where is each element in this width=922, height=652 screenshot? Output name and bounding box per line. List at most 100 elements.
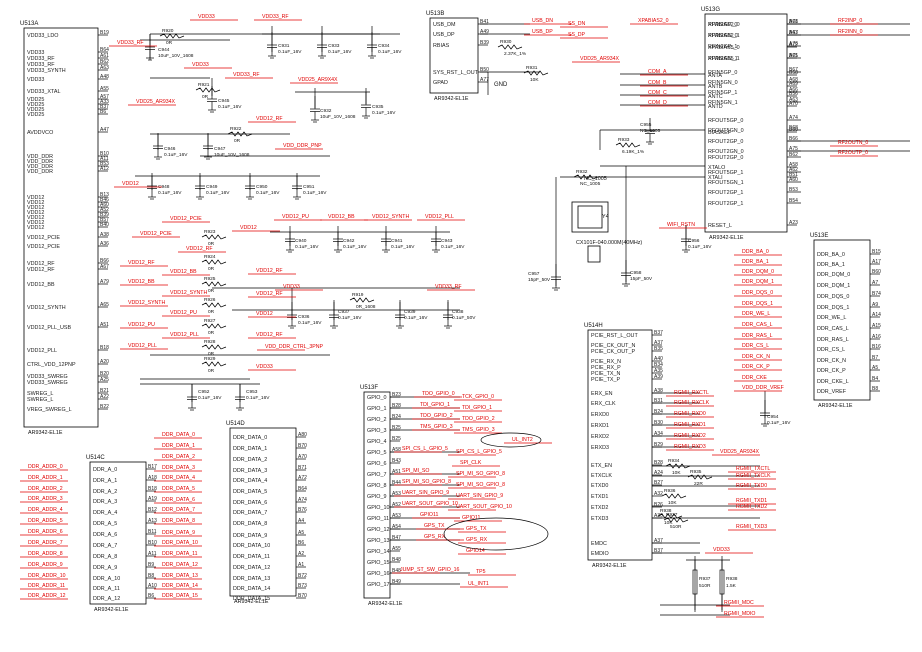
net-text: VDD25_AR9X4X (298, 77, 338, 83)
net-text: DDR_DATA_9 (162, 530, 195, 536)
chip-part: AR9342-EL1E (434, 96, 469, 102)
net-text: VDD33 (713, 547, 730, 553)
net-text: VDD12_BB (128, 279, 155, 285)
pin-label: GPIO_14 (367, 549, 389, 555)
pin-label: DDR_DATA_11 (233, 554, 270, 560)
cap-value: 0.1uF_50V (452, 315, 476, 321)
cap-ref: C956 (688, 238, 700, 244)
pin-label: USB_DM (433, 22, 456, 28)
pin-label: SYS_RST_L_OUT (433, 70, 479, 76)
pin-label: DDR_DATA_3 (233, 468, 267, 474)
net-label: RGMII_RXD1 (666, 422, 714, 429)
net-text: RF2OUTP_0 (838, 150, 868, 156)
net-label: RGMII_MDIO (716, 611, 764, 618)
cap-value: 0.1uF_16V (391, 244, 415, 250)
crystal-part: CX101F-040.000M(40MHz) (576, 240, 642, 246)
net-label: DDR_WE_L (734, 311, 782, 318)
pin-number: A74 (789, 115, 798, 121)
pin-label: DDR_A_8 (93, 554, 117, 560)
net-label: SPI_MI_SO_GPIO_8 (448, 482, 505, 489)
pin-label: SWREG_L (27, 391, 53, 397)
pin-number: B34 (654, 362, 663, 368)
pin-number: B48 (392, 557, 401, 563)
pin-label: VDD12_PCIE (27, 244, 60, 250)
net-label: VDD12_SYNTH (120, 300, 168, 307)
net-label: VDD12_RF (248, 116, 296, 123)
net-text: TMS_GPIO_3 (420, 424, 453, 430)
pin-label: VDD_DDR (27, 169, 53, 175)
net-text: DDR_ADDR_4 (28, 507, 63, 513)
net-label: DDR_ADDR_9 (20, 562, 68, 569)
pin-label: BIASREF (708, 130, 732, 136)
net-text: VDD12_SYNTH (372, 214, 409, 220)
net-label: VDD12_RF (248, 332, 296, 339)
pin-number: A38 (654, 388, 663, 394)
net-text: DDR_ADDR_7 (28, 540, 63, 546)
resistor-ref: R931 (526, 65, 538, 71)
pin-label: DDR_CS_L (817, 347, 845, 353)
net-text: DDR_DQM_0 (742, 269, 774, 275)
pin-number: B12 (148, 507, 157, 513)
net-text: GPS_RX (424, 534, 446, 540)
pin-label: XTALI (708, 175, 723, 181)
pin-label: ETXD1 (591, 494, 608, 500)
net-label: TDO_GPIO_2 (412, 413, 460, 420)
net-label: GPIO11 (412, 512, 460, 519)
net-text: TDO_GPIO_2 (420, 413, 453, 419)
chip-part: AR9342-EL1E (709, 235, 744, 241)
pin-number: B64 (100, 47, 109, 53)
net-text: DDR_DATA_5 (162, 486, 195, 492)
net-label: DDR_CK_P (734, 364, 782, 371)
pin-number: B46 (100, 197, 109, 203)
chip-body (89, 461, 147, 605)
net-label: TDI_GPIO_1 (412, 402, 460, 409)
cap-value: 0.1uF_16V (338, 315, 362, 321)
pin-label: DDR_BA_1 (817, 262, 845, 268)
net-text: VDD12 (122, 181, 139, 187)
net-label: SS_DN (560, 21, 608, 28)
pin-label: VDD12 (27, 215, 44, 221)
net-text: TDO_GPIO_0 (422, 391, 455, 397)
net-text: VDD12_RF (256, 332, 283, 338)
cap-ref: C948 (158, 184, 170, 190)
cap-ref: C955 (640, 122, 652, 128)
net-label: RGMII_MDC (716, 600, 764, 607)
pin-number: A75 (789, 146, 798, 152)
pin-label: XPABIAS5_1 (708, 56, 740, 62)
pin-number: B48 (392, 568, 401, 574)
pin-number: B50 (480, 67, 489, 73)
pin-label: DDR_DQS_1 (817, 305, 849, 311)
net-label: VDD25_AR934X (128, 99, 176, 106)
pin-number: A48 (100, 74, 109, 80)
net-label: VDD12_RF (248, 291, 296, 298)
cap-value: 0.1uF_16V (328, 49, 352, 55)
pin-number: B8 (148, 573, 154, 579)
net-label: DDR_DATA_6 (154, 497, 202, 504)
resistor-ref: R938 (660, 508, 672, 514)
pin-label: DDR_A_6 (93, 532, 117, 538)
net-text: DDR_WE_L (742, 311, 770, 317)
pin-number: A9 (872, 302, 878, 308)
net-label: WIFI_RSTN (659, 222, 707, 229)
pin-label: AVDDVCO (27, 130, 53, 136)
pin-number: B70 (298, 593, 307, 599)
pin-label: ANTA (708, 73, 722, 79)
cap-ref: C931 (278, 43, 290, 49)
chip-u514h: U514HAR9342-EL1EB37PCIE_RST_L_OUTA37PCIE… (584, 323, 663, 569)
net-text: DDR_DATA_14 (162, 583, 198, 589)
pin-label: VDD12 (27, 220, 44, 226)
net-text: VDD12_PLL (170, 332, 199, 338)
net-text: JUMP_ST_SW_GPIO_16 (400, 567, 460, 573)
net-label: COM_C (640, 90, 688, 97)
cap-value: 0.1uF_16V (343, 244, 367, 250)
resistor-value: 2.37K_1% (504, 51, 527, 57)
pin-label: DDR_A_4 (93, 510, 117, 516)
pin-number: B47 (392, 535, 401, 541)
pin-number: B70 (298, 443, 307, 449)
pin-number: B64 (298, 486, 307, 492)
